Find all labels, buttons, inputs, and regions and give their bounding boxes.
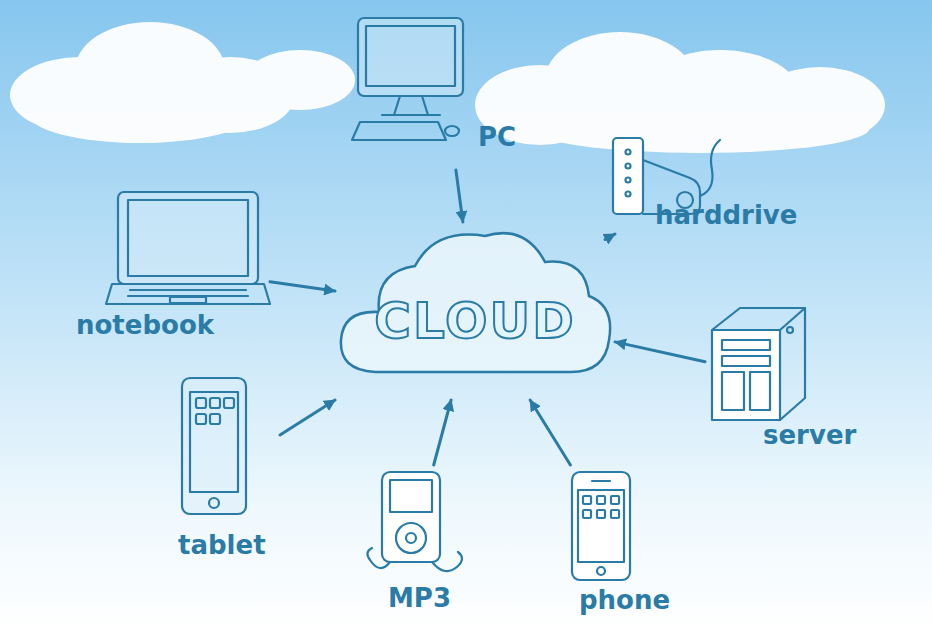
upload-arrow	[280, 400, 335, 435]
upload-arrow	[530, 400, 570, 465]
device-label: PC	[478, 122, 516, 153]
cloud-title: CLOUD	[374, 292, 575, 350]
phone-device: phone	[565, 465, 676, 627]
notebook-icon	[106, 192, 270, 304]
phone-icon	[572, 472, 630, 580]
upload-arrow	[605, 234, 615, 240]
notebook-device: notebook	[70, 185, 270, 350]
tablet-icon	[182, 378, 246, 514]
cloud-node: CLOUD	[335, 222, 615, 400]
mp3-icon	[367, 472, 462, 571]
mp3-device: MP3	[360, 465, 465, 623]
harddrive-device: harddrive	[605, 130, 803, 240]
device-label: harddrive	[655, 200, 797, 231]
device-label: MP3	[388, 583, 451, 614]
upload-arrow	[615, 342, 705, 362]
upload-arrow	[434, 400, 451, 465]
device-label: server	[763, 420, 856, 451]
server-icon	[712, 308, 805, 420]
device-label: notebook	[76, 310, 214, 341]
pc-icon	[352, 18, 463, 140]
device-label: phone	[579, 585, 670, 616]
device-label: tablet	[178, 530, 266, 561]
server-device: server	[705, 300, 870, 460]
pc-device: PC	[350, 10, 540, 170]
upload-arrow	[456, 170, 463, 222]
upload-arrow	[270, 282, 335, 291]
tablet-device: tablet	[170, 370, 280, 570]
